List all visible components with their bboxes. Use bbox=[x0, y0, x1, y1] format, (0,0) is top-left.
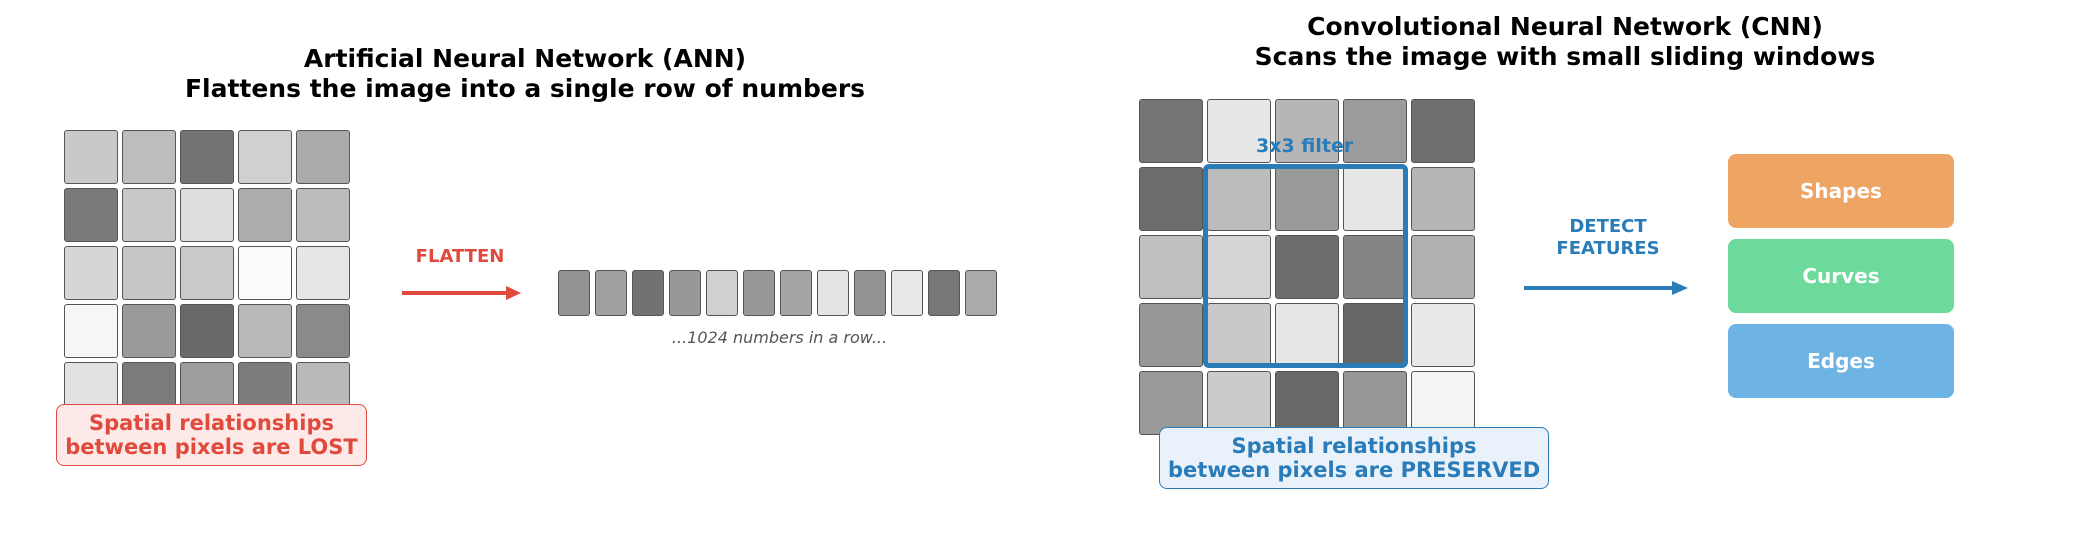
cnn-pixel-cell bbox=[1275, 99, 1339, 163]
cnn-pixel-cell bbox=[1411, 371, 1475, 435]
cnn-pixel-cell bbox=[1275, 235, 1339, 299]
ann-pixel-cell bbox=[180, 188, 234, 242]
cnn-pixel-cell bbox=[1275, 371, 1339, 435]
cnn-pixel-cell bbox=[1343, 235, 1407, 299]
flattened-pixel-cell bbox=[595, 270, 627, 316]
feature-shapes: Shapes bbox=[1728, 154, 1954, 228]
ann-pixel-cell bbox=[64, 188, 118, 242]
ann-pixel-cell bbox=[64, 246, 118, 300]
cnn-note-line2: between pixels are PRESERVED bbox=[1168, 458, 1541, 482]
cnn-pixel-cell bbox=[1139, 235, 1203, 299]
ann-pixel-cell bbox=[64, 130, 118, 184]
flattened-pixel-cell bbox=[891, 270, 923, 316]
cnn-preserved-note: Spatial relationships between pixels are… bbox=[1159, 427, 1549, 489]
flattened-caption: ...1024 numbers in a row... bbox=[671, 328, 888, 347]
ann-pixel-cell bbox=[238, 246, 292, 300]
cnn-pixel-cell bbox=[1207, 167, 1271, 231]
cnn-pixel-cell bbox=[1411, 235, 1475, 299]
ann-pixel-cell bbox=[180, 304, 234, 358]
ann-pixel-cell bbox=[296, 188, 350, 242]
detect-arrow-icon bbox=[1524, 281, 1688, 295]
flattened-pixel-cell bbox=[558, 270, 590, 316]
cnn-pixel-cell bbox=[1207, 99, 1271, 163]
flattened-pixel-cell bbox=[743, 270, 775, 316]
ann-pixel-cell bbox=[296, 304, 350, 358]
ann-pixel-cell bbox=[238, 188, 292, 242]
flattened-pixel-cell bbox=[928, 270, 960, 316]
ann-pixel-cell bbox=[238, 130, 292, 184]
feature-curves: Curves bbox=[1728, 239, 1954, 313]
ann-pixel-cell bbox=[296, 246, 350, 300]
cnn-pixel-cell bbox=[1139, 371, 1203, 435]
filter-label: 3x3 filter bbox=[1256, 135, 1354, 157]
ann-pixel-cell bbox=[180, 246, 234, 300]
filter-window bbox=[1203, 164, 1408, 368]
flattened-pixel-cell bbox=[817, 270, 849, 316]
cnn-note-line1: Spatial relationships bbox=[1231, 434, 1477, 458]
detect-line2: FEATURES bbox=[1556, 238, 1660, 259]
cnn-pixel-cell bbox=[1411, 99, 1475, 163]
flatten-arrow-icon bbox=[402, 286, 521, 300]
flattened-pixel-cell bbox=[854, 270, 886, 316]
flattened-pixel-cell bbox=[632, 270, 664, 316]
detect-features-label: DETECT FEATURES bbox=[1528, 216, 1688, 260]
flattened-pixel-cell bbox=[706, 270, 738, 316]
cnn-pixel-cell bbox=[1139, 303, 1203, 367]
ann-lost-note: Spatial relationships between pixels are… bbox=[56, 404, 367, 466]
flattened-pixel-cell bbox=[669, 270, 701, 316]
flattened-row bbox=[558, 270, 997, 316]
cnn-pixel-cell bbox=[1411, 303, 1475, 367]
ann-pixel-cell bbox=[180, 130, 234, 184]
feature-list: Shapes Curves Edges bbox=[1728, 154, 1954, 398]
flattened-pixel-cell bbox=[780, 270, 812, 316]
ann-pixel-cell bbox=[122, 304, 176, 358]
flattened-pixel-cell bbox=[965, 270, 997, 316]
ann-title-line2: Flattens the image into a single row of … bbox=[184, 74, 866, 103]
cnn-pixel-cell bbox=[1275, 303, 1339, 367]
flatten-label: FLATTEN bbox=[415, 246, 505, 267]
cnn-title-line2: Scans the image with small sliding windo… bbox=[1254, 42, 1876, 71]
ann-pixel-cell bbox=[296, 130, 350, 184]
cnn-pixel-cell bbox=[1343, 99, 1407, 163]
cnn-pixel-cell bbox=[1343, 167, 1407, 231]
ann-pixel-cell bbox=[64, 304, 118, 358]
ann-pixel-cell bbox=[238, 304, 292, 358]
cnn-pixel-grid bbox=[1139, 99, 1475, 435]
ann-title-line1: Artificial Neural Network (ANN) bbox=[303, 44, 747, 73]
ann-pixel-cell bbox=[122, 188, 176, 242]
cnn-pixel-cell bbox=[1139, 167, 1203, 231]
cnn-pixel-cell bbox=[1411, 167, 1475, 231]
feature-edges: Edges bbox=[1728, 324, 1954, 398]
cnn-pixel-cell bbox=[1207, 371, 1271, 435]
ann-note-line2: between pixels are LOST bbox=[65, 435, 358, 459]
detect-line1: DETECT bbox=[1569, 216, 1647, 237]
ann-pixel-cell bbox=[122, 246, 176, 300]
ann-pixel-grid bbox=[64, 130, 350, 416]
ann-pixel-cell bbox=[122, 130, 176, 184]
cnn-title: Convolutional Neural Network (CNN) Scans… bbox=[1190, 12, 1940, 72]
cnn-title-line1: Convolutional Neural Network (CNN) bbox=[1307, 12, 1823, 41]
ann-note-line1: Spatial relationships bbox=[88, 411, 334, 435]
cnn-pixel-cell bbox=[1343, 371, 1407, 435]
cnn-pixel-cell bbox=[1139, 99, 1203, 163]
ann-title: Artificial Neural Network (ANN) Flattens… bbox=[150, 44, 900, 104]
